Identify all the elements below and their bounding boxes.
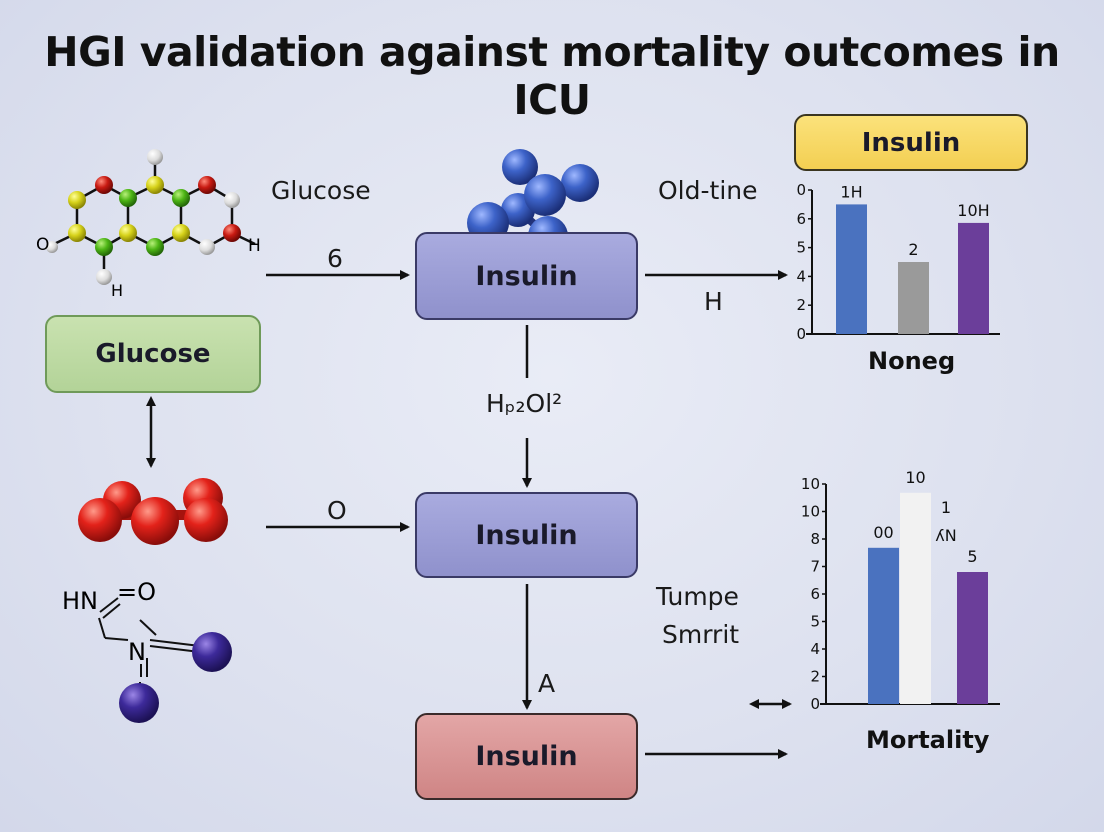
chart-mortality-title: Mortality [866, 726, 990, 754]
chart-1-tick-label: 4 [796, 267, 806, 285]
chart-1-data-label: 2 [908, 240, 918, 259]
chart-2-tick-label: 8 [810, 530, 820, 548]
chart-2-bar [900, 492, 931, 704]
chart-1-bar [958, 222, 989, 334]
chart-mortality: 0 2 4 5 6 7 8 10 10 00 10 5 1 ʎN [801, 468, 1000, 713]
molecule-h-right-label: H [248, 236, 261, 256]
glucose-molecule-model [46, 149, 256, 285]
chart-2-bar [957, 572, 988, 704]
old-tine-label: Old-tine [658, 176, 758, 205]
tumpe-label: Tumpe [656, 582, 739, 611]
insulin-box-bottom: Insulin [415, 713, 638, 800]
chart-1-data-label: 10H [957, 201, 989, 220]
page-title: HGI validation against mortality outcome… [44, 28, 1060, 124]
arrow-label-a: A [538, 669, 556, 698]
chart-1-tick-label: 2 [796, 296, 806, 314]
arrow-label-6: 6 [327, 244, 343, 273]
chart-noneg-title: Noneg [868, 347, 956, 375]
chart-1-bar [836, 204, 867, 334]
chart-2-bar [868, 547, 899, 704]
insulin-box-top: Insulin [415, 232, 638, 320]
chart-1-data-label: 1H [840, 182, 862, 201]
glucose-label: Glucose [271, 176, 371, 205]
chart-2-data-label: 5 [967, 547, 977, 566]
chart-2-tick-label: 5 [810, 613, 820, 631]
chart-1-tick-label: 0 [796, 325, 806, 343]
chart-1-bar [898, 262, 929, 334]
chart-2-tick-label: 10 [801, 475, 820, 493]
arrow-label-h: H [704, 287, 723, 316]
chart-2-extra-label: 1 [941, 498, 951, 517]
insulin-legend-box: Insulin [794, 114, 1028, 171]
smrrit-label: Smrrit [662, 620, 740, 649]
molecule-hn-label: HN [62, 587, 98, 615]
chart-2-extra-label: ʎN [935, 526, 956, 545]
chart-2-data-label: 00 [873, 523, 893, 542]
chart-1-tick-label: 5 [796, 239, 806, 257]
molecule-eq-o-label: =O [117, 578, 156, 606]
arrow-label-o: O [327, 496, 347, 525]
red-molecule-model [78, 478, 228, 545]
chart-2-tick-label: 7 [810, 558, 820, 576]
molecule-n-label: N [128, 638, 146, 666]
chart-2-tick-label: 0 [810, 695, 820, 713]
chart-2-data-label: 10 [905, 468, 925, 487]
chart-2-tick-label: 10 [801, 503, 820, 521]
bottom-molecule-model [98, 597, 232, 723]
chart-1-tick-label: 6 [796, 210, 806, 228]
hp2ol2-label: Hₚ₂Ol² [486, 389, 563, 418]
chart-1-tick-label: 0 [796, 181, 806, 199]
glucose-box: Glucose [45, 315, 261, 393]
molecule-h-bottom-label: H [111, 281, 123, 300]
chart-2-tick-label: 4 [810, 640, 820, 658]
chart-2-tick-label: 6 [810, 585, 820, 603]
insulin-box-middle: Insulin [415, 492, 638, 578]
chart-2-tick-label: 2 [810, 668, 820, 686]
molecule-o-label: O [36, 235, 49, 255]
chart-noneg: 0 2 4 5 6 0 1H 2 10H [796, 181, 1000, 343]
